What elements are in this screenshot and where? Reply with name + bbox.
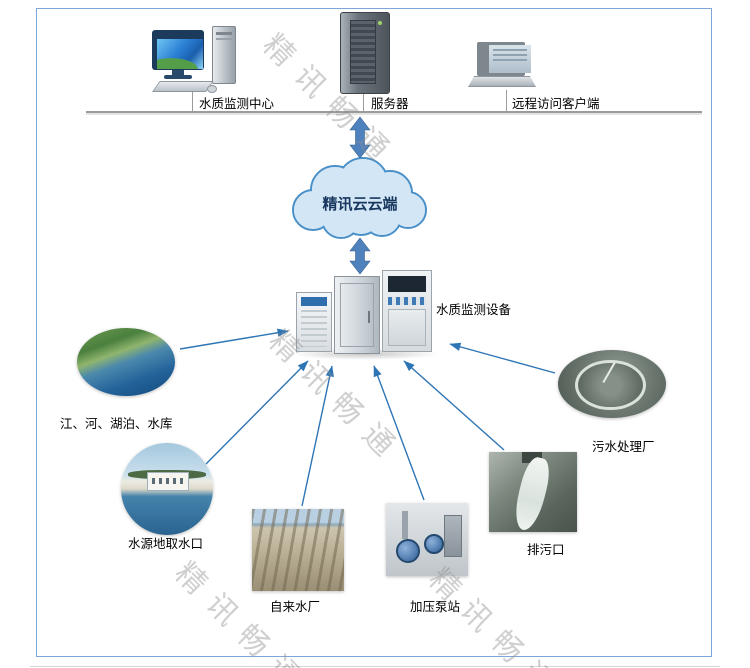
monitoring-cabinets-icon (290, 266, 440, 362)
laptop-display (489, 45, 531, 73)
pump-pipe (402, 511, 408, 539)
cabinet-middle-door (340, 283, 374, 347)
page-border (36, 8, 712, 657)
desktop-computer-icon (150, 24, 240, 93)
sewage-treatment-plant-photo (558, 350, 666, 418)
cabinet-right-panel (388, 297, 426, 305)
cloud-outline (292, 157, 427, 239)
waterworks-label: 自来水厂 (270, 600, 321, 614)
outfall-label: 排污口 (527, 543, 565, 557)
bottom-divider (30, 666, 720, 667)
server-body (340, 12, 390, 94)
server-vents (350, 20, 376, 84)
cabinet-right-door (388, 309, 426, 346)
cloud-shape: 精讯云云端 (283, 156, 437, 244)
waterworks-photo (252, 509, 344, 591)
cabinet-middle-handle (368, 311, 370, 323)
bus-drop-line-center (192, 90, 193, 112)
intake-building (146, 472, 190, 491)
monitor-icon (152, 30, 204, 70)
server-led (378, 21, 382, 25)
equipment-label: 水质监测设备 (436, 303, 512, 317)
laptop-icon (468, 42, 538, 92)
server-label: 服务器 (371, 97, 409, 111)
network-bus-line (86, 111, 702, 115)
cabinet-left-vents (301, 310, 327, 347)
bus-drop-line-remote (506, 90, 507, 112)
cabinet-middle (334, 276, 380, 354)
mouse-icon (207, 85, 217, 93)
sewage-plant-label: 污水处理厂 (592, 440, 655, 454)
laptop-screen (477, 42, 531, 76)
cabinet-right (382, 270, 432, 352)
pump-station-label: 加压泵站 (410, 600, 461, 614)
pump-unit (396, 539, 420, 563)
monitoring-center-label: 水质监测中心 (199, 97, 275, 111)
remote-client-label: 远程访问客户端 (512, 97, 600, 111)
outfall-pipe (522, 452, 542, 464)
sewage-outfall-photo (489, 452, 577, 532)
outfall-stream (510, 454, 554, 532)
pc-tower-icon (212, 26, 236, 84)
monitor-screen (157, 39, 203, 69)
pump-control-panel (444, 515, 462, 557)
bus-drop-line-server (363, 90, 364, 112)
monitor-base (164, 75, 192, 79)
cabinet-right-screen (388, 276, 426, 292)
laptop-base (468, 76, 536, 87)
water-intake-label: 水源地取水口 (128, 537, 204, 551)
cabinet-left-screen (301, 297, 327, 306)
server-tower-icon (336, 12, 394, 96)
monitor-stand (172, 70, 184, 75)
river-lake-label: 江、河、湖泊、水库 (60, 417, 173, 431)
cabinet-left (296, 292, 332, 352)
pressure-pump-station-photo (386, 503, 468, 576)
river-lake-reservoir-photo (77, 328, 175, 396)
water-intake-photo (121, 443, 213, 535)
keyboard-icon (152, 81, 214, 92)
pump-unit (424, 534, 444, 554)
cloud-label: 精讯云云端 (322, 196, 398, 213)
